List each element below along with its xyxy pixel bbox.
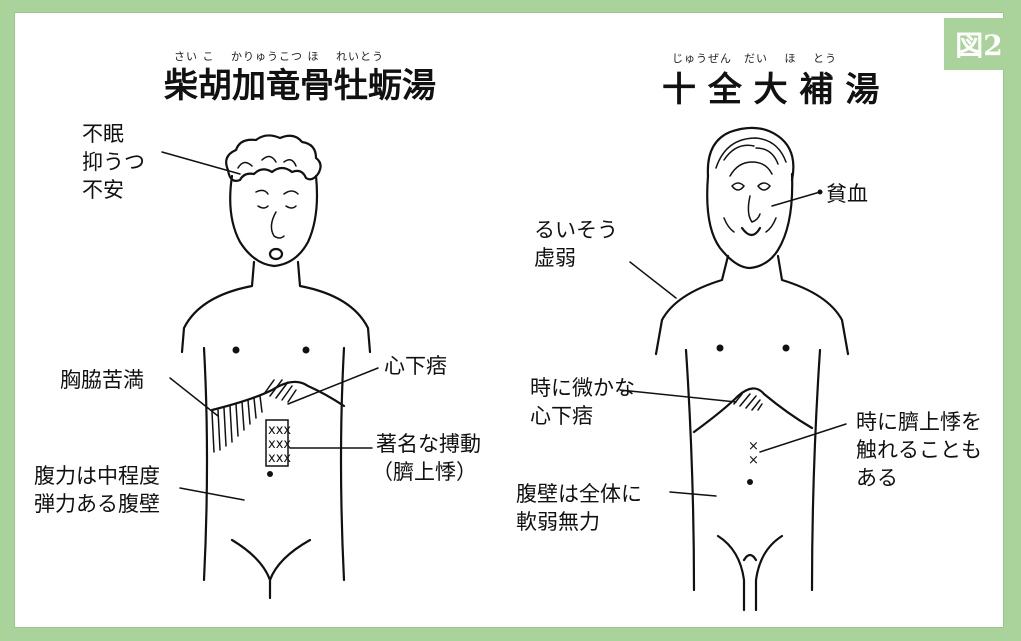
left-nose <box>271 212 284 238</box>
right-label-epigastric-2: 心下痞 <box>530 402 593 430</box>
right-pulse-mark-1: × <box>748 439 759 454</box>
right-nipple-r <box>783 345 790 352</box>
left-groin <box>232 540 310 598</box>
left-eyebrows <box>256 190 298 194</box>
left-label-chest: 胸脇苦満 <box>60 366 144 394</box>
left-label-sleep-1: 不眠 <box>82 120 124 148</box>
left-title: 柴胡加竜骨牡蛎湯 <box>164 66 436 106</box>
left-label-sleep-3: 不安 <box>82 176 124 204</box>
right-torso <box>686 350 820 590</box>
right-groin <box>718 536 782 610</box>
left-label-pulsation-2: （臍上悸） <box>372 458 477 486</box>
left-label-pulsation-1: 著名な搏動 <box>376 430 481 458</box>
left-mouth <box>270 249 282 259</box>
right-eyes <box>732 183 770 190</box>
right-pulse-mark-2: × <box>748 453 759 468</box>
left-nipple-l <box>233 347 240 354</box>
left-navel <box>267 471 273 477</box>
right-leader-pulsation <box>760 424 846 452</box>
right-title: 十 全 大 補 湯 <box>662 70 879 110</box>
left-figure: xxx xxx xxx <box>162 135 378 598</box>
left-head <box>230 176 317 266</box>
right-title-ruby: じゅうぜん だい ほ とう <box>672 52 837 65</box>
right-label-pulsation-3: ある <box>856 464 898 492</box>
right-figure: × × <box>620 128 848 610</box>
right-label-weak-2: 虚弱 <box>534 244 576 272</box>
right-label-pulsation-1: 時に臍上悸を <box>856 408 982 436</box>
right-mouth <box>742 228 760 235</box>
left-neck-shoulders <box>182 262 370 352</box>
right-navel <box>747 479 753 485</box>
right-leader-anemia <box>772 192 820 206</box>
right-leader-epigastric <box>620 390 736 402</box>
right-costal-line <box>694 388 812 432</box>
right-label-pulsation-2: 触れることも <box>856 436 982 464</box>
left-title-ruby: さい こ かりゅうこつ ほ れいとう <box>174 50 384 63</box>
left-leader-chest <box>170 378 218 416</box>
right-label-epigastric-1: 時に微かな <box>530 374 635 402</box>
left-label-sleep-2: 抑うつ <box>82 148 145 176</box>
right-nose <box>748 196 760 222</box>
right-hair <box>708 128 794 180</box>
right-anemia-dot <box>818 190 823 195</box>
right-neck-shoulders <box>656 256 848 354</box>
right-label-weak-1: るいそう <box>534 216 618 244</box>
right-label-abdomen-1: 腹壁は全体に <box>516 480 642 508</box>
left-label-abdomen-2: 弾力ある腹壁 <box>34 490 160 518</box>
right-leader-weak <box>630 262 676 298</box>
left-eyes <box>258 206 296 208</box>
left-label-abdomen-1: 腹力は中程度 <box>34 462 160 490</box>
right-label-abdomen-2: 軟弱無力 <box>516 508 600 536</box>
right-label-anemia: 貧血 <box>826 180 868 208</box>
left-label-epigastric: 心下痞 <box>384 352 447 380</box>
right-nipple-l <box>717 345 724 352</box>
left-nipple-r <box>303 347 310 354</box>
left-hair-curls <box>238 156 296 168</box>
left-leader-abdomen <box>180 488 244 500</box>
right-hair-lines <box>716 138 786 176</box>
right-head <box>707 174 792 268</box>
